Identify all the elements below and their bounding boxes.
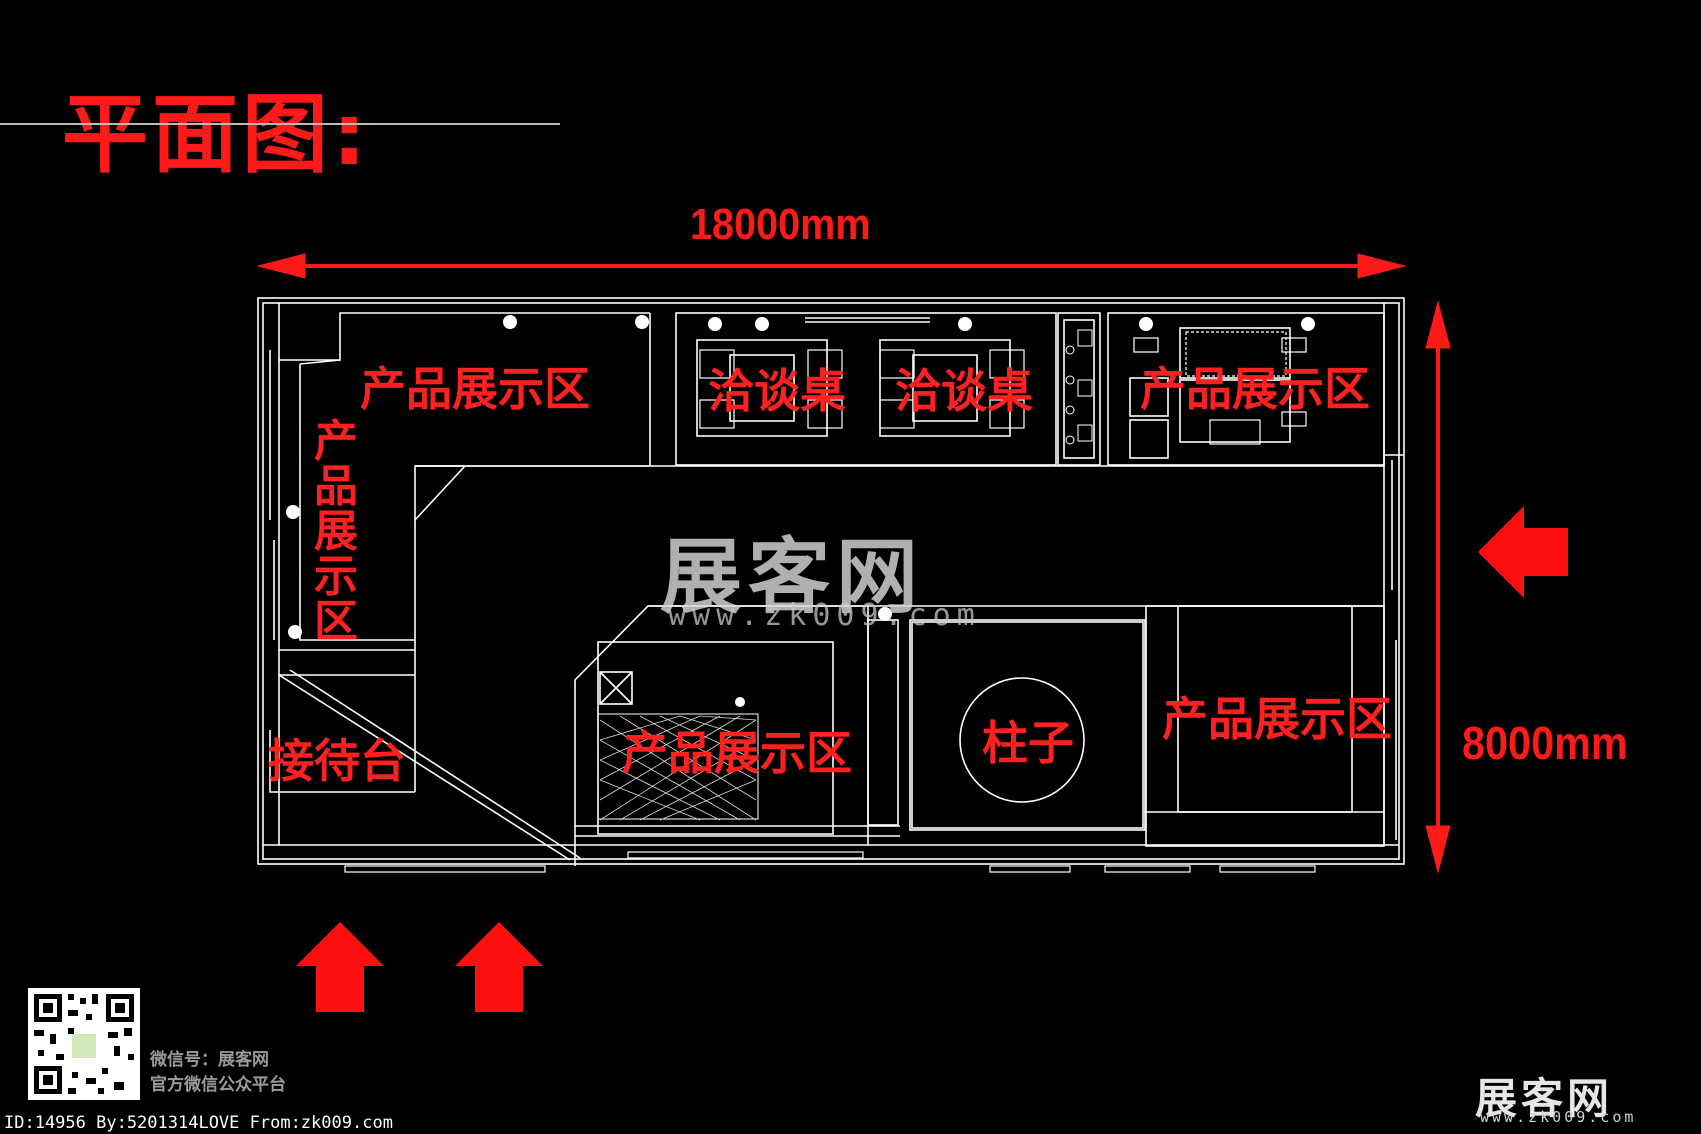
zone-pillar: 柱子 (982, 716, 1074, 770)
zone-display-left-vertical-label: 产品展示区 (314, 416, 358, 647)
zone-negotiation-table-2: 洽谈桌 (895, 364, 1033, 418)
entrance-arrow-right (1478, 506, 1568, 598)
qr-code (28, 988, 140, 1100)
image-id-footer: ID:14956 By:5201314LOVE From:zk009.com (4, 1113, 393, 1133)
width-dimension-label: 18000mm (690, 200, 871, 249)
watermark-brand: 展客网 (660, 529, 925, 625)
depth-dimension-arrow (1425, 300, 1451, 874)
corner-brand-logo: 展客网 (1475, 1074, 1614, 1123)
zone-reception: 接待台 (268, 734, 406, 788)
wechat-info: 微信号：展客网 官方微信公众平台 (150, 1048, 286, 1097)
wechat-id: 微信号：展客网 (150, 1050, 269, 1070)
zone-display-bottom-right: 产品展示区 (1162, 692, 1392, 746)
watermark-url: www.zk009.com (668, 598, 981, 633)
zone-negotiation-table-1: 洽谈桌 (708, 364, 846, 418)
qr-code-pattern (28, 988, 140, 1100)
page-title: 平面图: (62, 85, 371, 185)
zone-display-center: 产品展示区 (622, 726, 852, 780)
zone-display-top-right: 产品展示区 (1140, 362, 1370, 416)
entrance-arrow-bottom-2 (455, 922, 543, 1012)
width-dimension-arrow (257, 253, 1406, 279)
corner-brand-url: www.zk009.com (1480, 1108, 1637, 1126)
entrance-arrow-bottom-1 (296, 922, 384, 1012)
wechat-platform: 官方微信公众平台 (150, 1074, 286, 1095)
zone-display-top-left: 产品展示区 (360, 362, 590, 416)
zone-display-left-vertical: 产品展示区 (312, 416, 360, 647)
depth-dimension-label: 8000mm (1462, 717, 1628, 769)
